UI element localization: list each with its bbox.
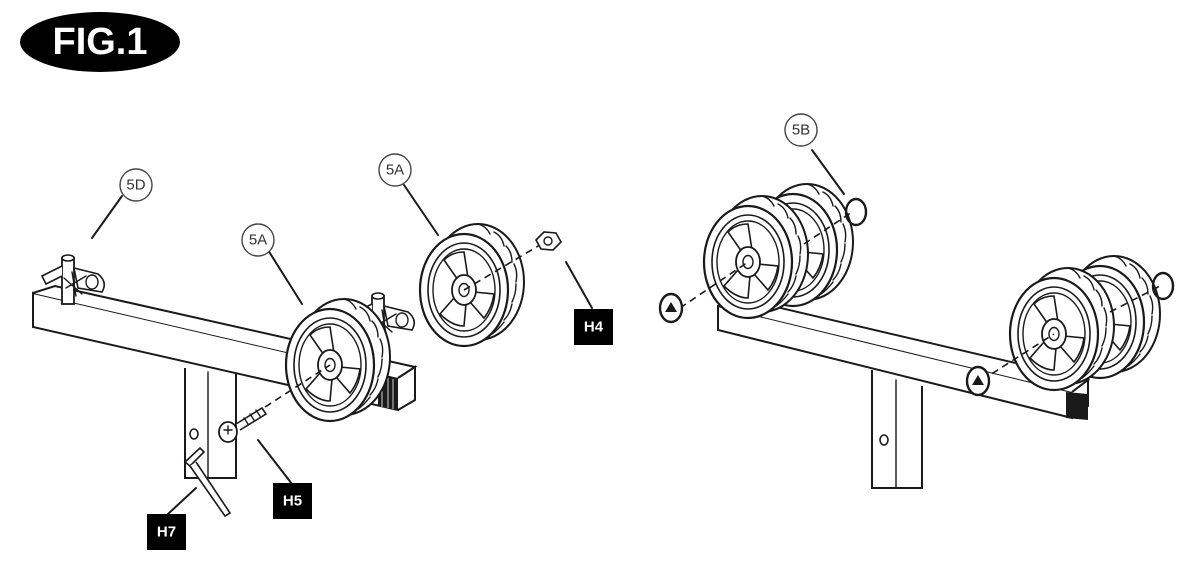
svg-text:5A: 5A [386, 162, 404, 179]
leader-h5 [257, 439, 293, 485]
svg-text:H4: H4 [584, 319, 604, 336]
left-wheel-exploded [418, 222, 526, 348]
svg-text:H7: H7 [157, 524, 176, 541]
leader-5b [811, 149, 845, 195]
left-assembly [32, 184, 593, 518]
right-axle-line-upper [679, 211, 853, 309]
svg-text:H5: H5 [283, 493, 302, 510]
figure-badge: FIG.1 [20, 12, 180, 72]
svg-text:5B: 5B [792, 122, 810, 139]
leader-5d [91, 195, 123, 239]
callout-5d: 5D [119, 168, 153, 202]
nut-part [535, 231, 562, 251]
retaining-ring-lower [1151, 271, 1175, 301]
right-assembly [658, 149, 1175, 489]
hardware-label-h7: H7 [147, 514, 186, 550]
leader-h7 [167, 487, 197, 515]
right-axle-line-lower [981, 285, 1161, 381]
hub-cap-left [658, 292, 684, 324]
callout-5a-right: 5A [378, 153, 412, 187]
leader-h4 [565, 261, 593, 309]
leader-5a-left [267, 249, 303, 305]
hardware-label-h4: H4 [574, 309, 613, 345]
retaining-ring-upper [844, 197, 868, 227]
leader-5a-right [403, 184, 439, 236]
hub-cap-center [965, 365, 991, 397]
bolt-part [218, 406, 268, 443]
svg-text:5A: 5A [249, 232, 267, 249]
callout-5a-left: 5A [241, 223, 275, 257]
right-upright-post [871, 370, 923, 489]
hex-key-part [183, 446, 232, 518]
figure-label: FIG.1 [52, 21, 147, 63]
hardware-label-h5: H5 [273, 483, 312, 519]
callout-5b: 5B [784, 113, 818, 147]
svg-text:5D: 5D [126, 177, 145, 194]
